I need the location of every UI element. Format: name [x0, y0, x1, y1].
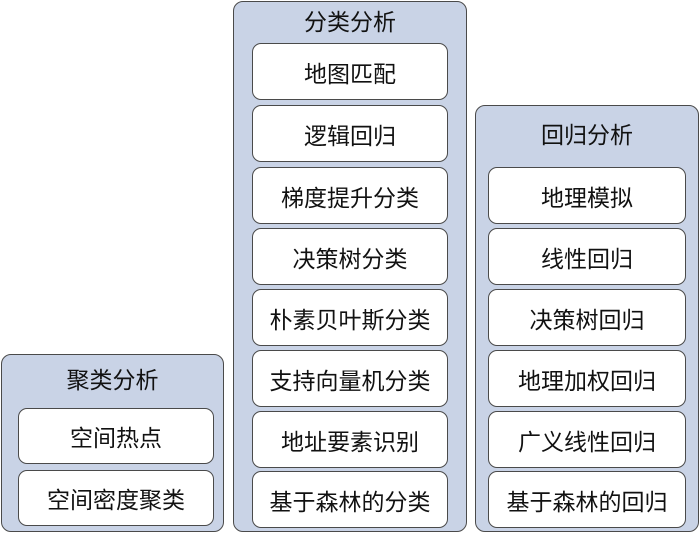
regression-item-glm: 广义线性回归	[488, 411, 686, 468]
regression-panel: 回归分析 地理模拟 线性回归 决策树回归 地理加权回归 广义线性回归 基于森林的…	[475, 105, 699, 532]
regression-item-decision-tree: 决策树回归	[488, 289, 686, 346]
regression-title: 回归分析	[541, 123, 633, 149]
clustering-item-density: 空间密度聚类	[18, 470, 214, 526]
classification-item-address-recognition: 地址要素识别	[252, 411, 448, 468]
regression-item-gwr: 地理加权回归	[488, 350, 686, 407]
classification-item-naive-bayes: 朴素贝叶斯分类	[252, 289, 448, 346]
classification-panel: 分类分析 地图匹配 逻辑回归 梯度提升分类 决策树分类 朴素贝叶斯分类 支持向量…	[233, 1, 467, 532]
regression-item-geo-simulation: 地理模拟	[488, 167, 686, 224]
classification-item-logistic-regression: 逻辑回归	[252, 105, 448, 162]
classification-item-gradient-boosting: 梯度提升分类	[252, 167, 448, 224]
clustering-panel: 聚类分析 空间热点 空间密度聚类	[1, 354, 224, 532]
classification-item-svm: 支持向量机分类	[252, 350, 448, 407]
classification-item-forest-based: 基于森林的分类	[252, 471, 448, 528]
regression-item-linear: 线性回归	[488, 228, 686, 285]
classification-item-map-matching: 地图匹配	[252, 43, 448, 100]
clustering-title: 聚类分析	[66, 368, 159, 394]
clustering-item-hotspot: 空间热点	[18, 408, 214, 464]
classification-title: 分类分析	[304, 10, 396, 36]
regression-item-forest-based: 基于森林的回归	[488, 471, 686, 528]
classification-item-decision-tree: 决策树分类	[252, 228, 448, 285]
